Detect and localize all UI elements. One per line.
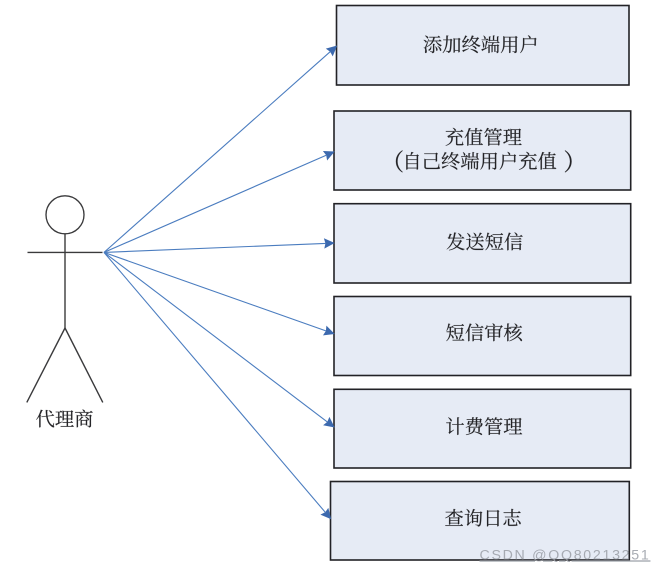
svg-text:CSDN @QQ80213251: CSDN @QQ80213251 [480, 547, 651, 563]
